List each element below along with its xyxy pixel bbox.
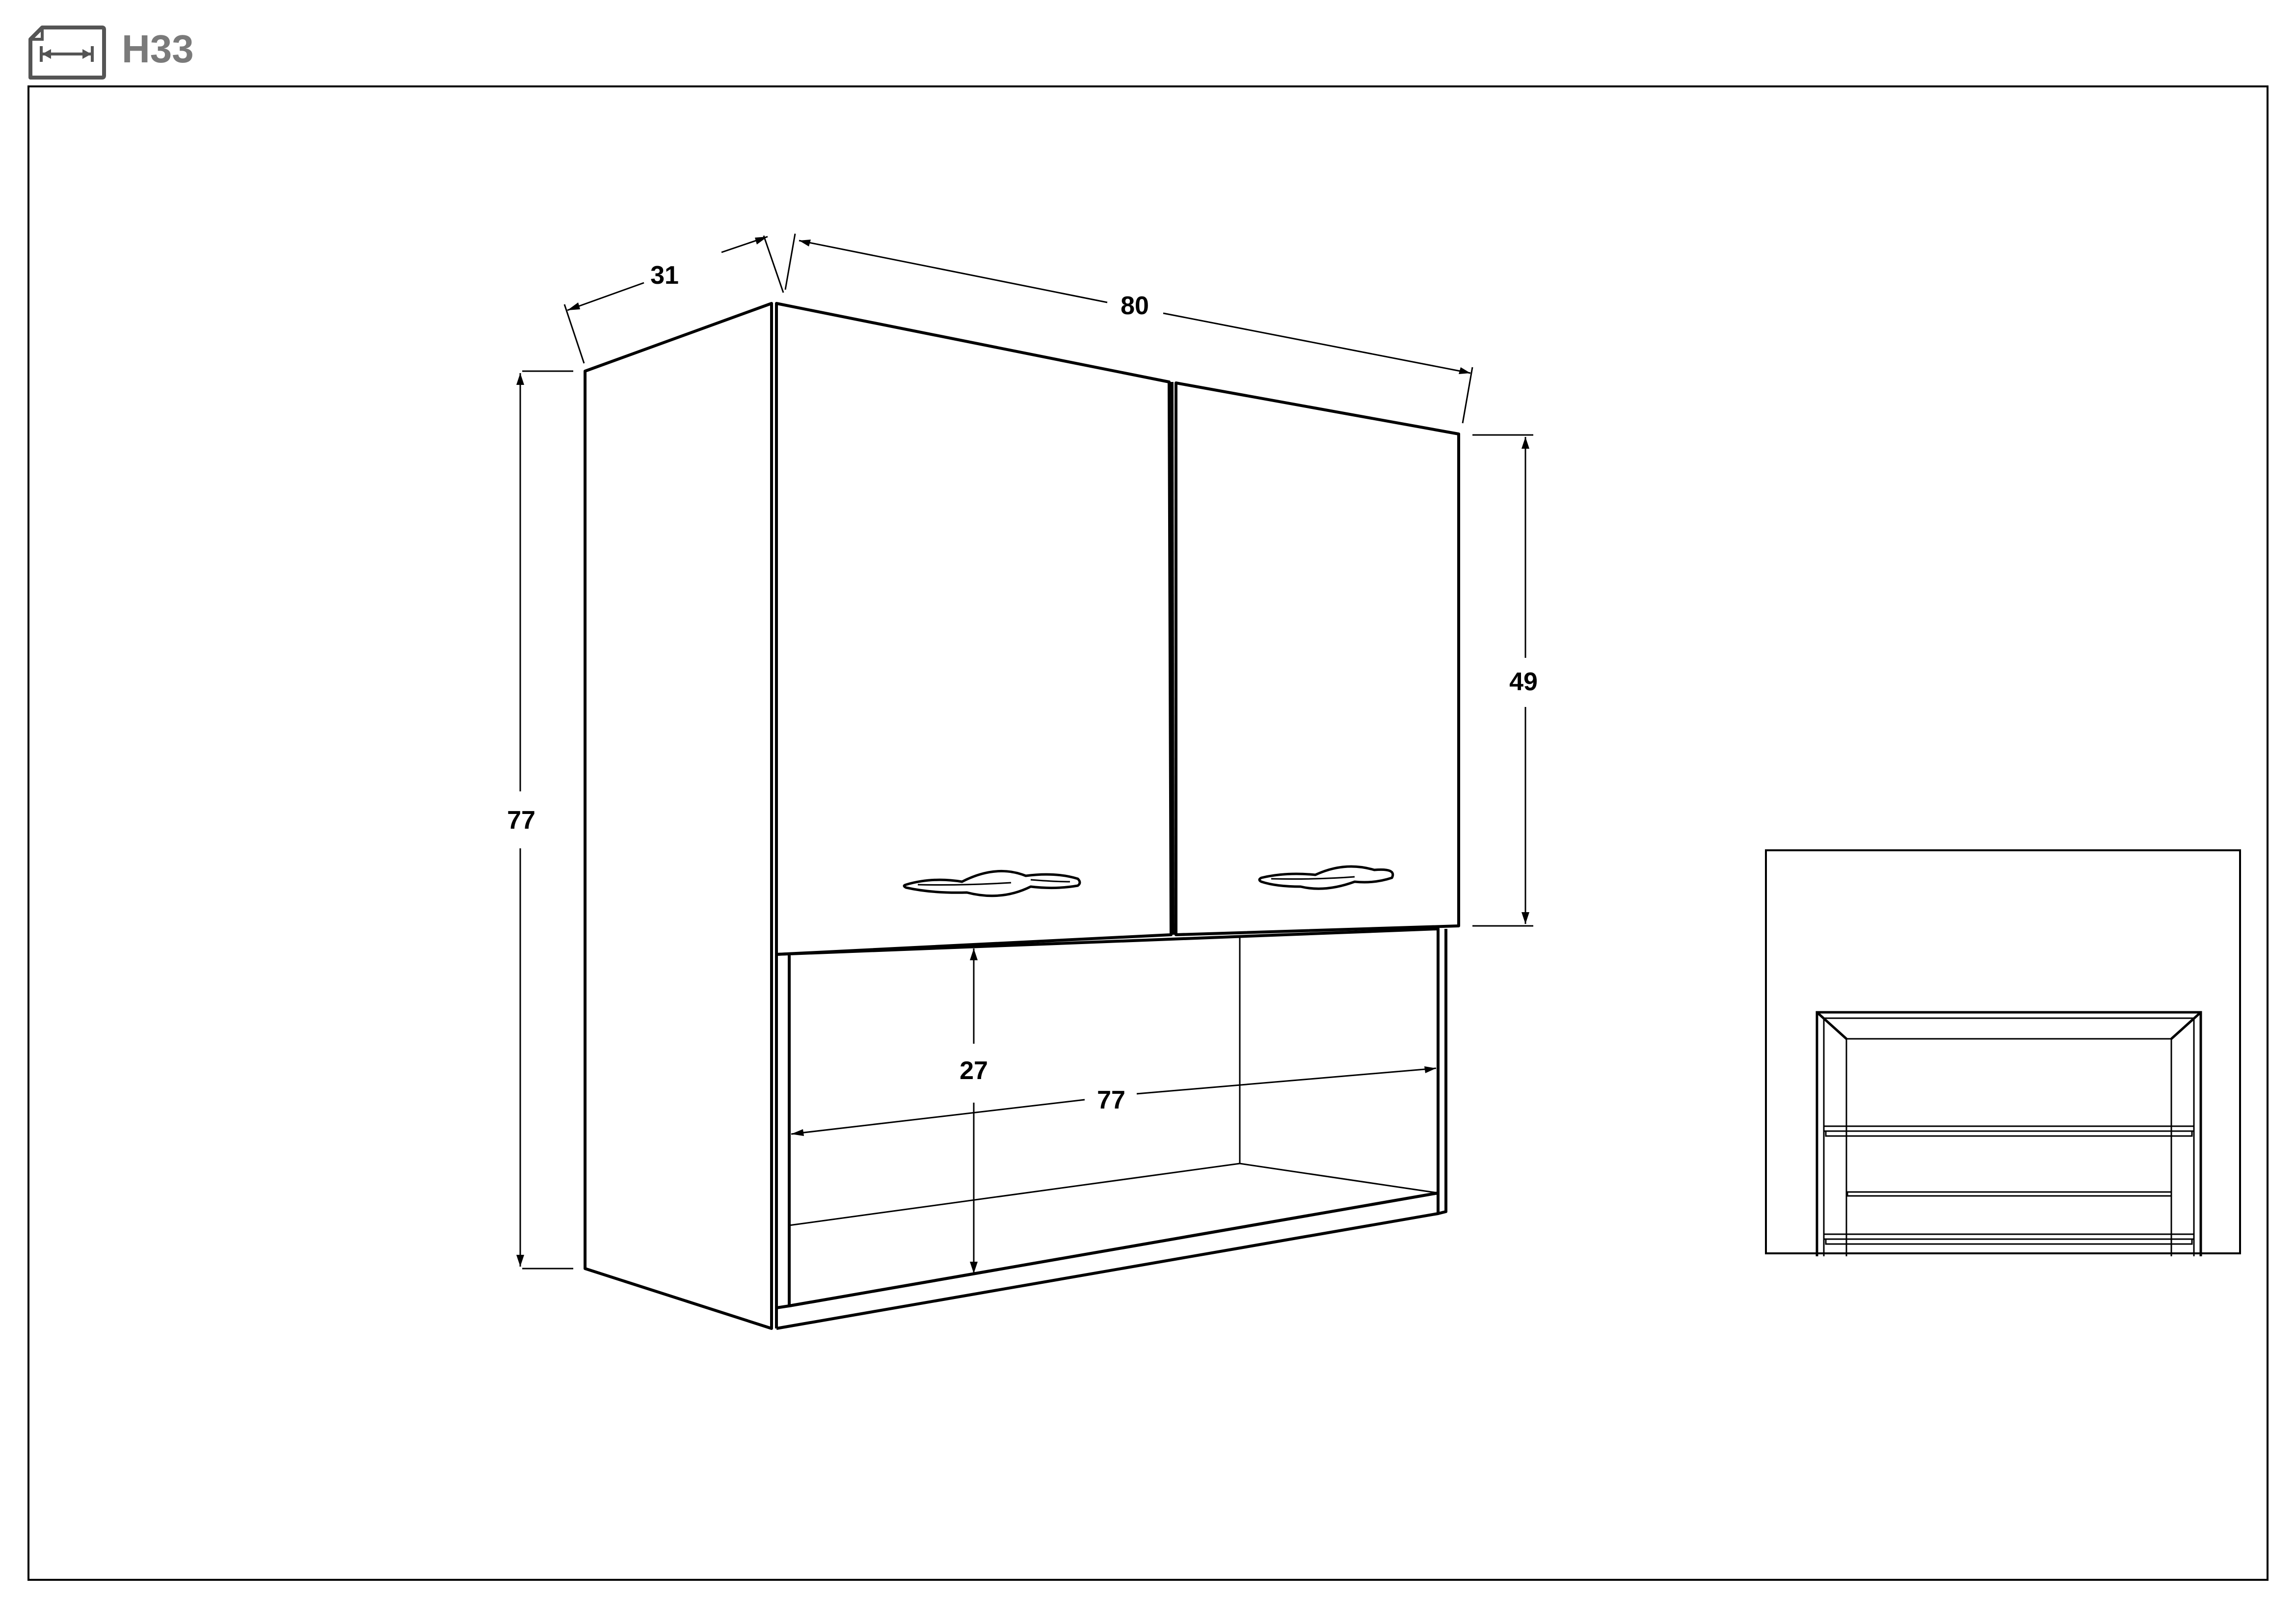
width-dimension-label: 80	[1121, 292, 1149, 320]
door-handle-left	[903, 869, 1081, 897]
drawing-frame	[27, 85, 2269, 1581]
cabinet-front-open-icon	[1815, 1011, 2202, 1256]
door-handle-right	[1258, 865, 1394, 890]
inner-width-dimension-label: 77	[1097, 1086, 1125, 1114]
dimensions-icon	[28, 26, 106, 80]
side-panel	[584, 302, 773, 1330]
height-dimension-label: 77	[507, 806, 535, 835]
depth-dimension-label: 31	[650, 261, 679, 290]
door-height-dimension-label: 49	[1509, 668, 1538, 696]
door-panel-left	[775, 302, 1173, 956]
door-panel-right	[1175, 381, 1460, 936]
inset-frame	[1765, 849, 2241, 1256]
inner-height-dimension-label: 27	[960, 1056, 988, 1085]
product-code: H33	[122, 27, 194, 71]
